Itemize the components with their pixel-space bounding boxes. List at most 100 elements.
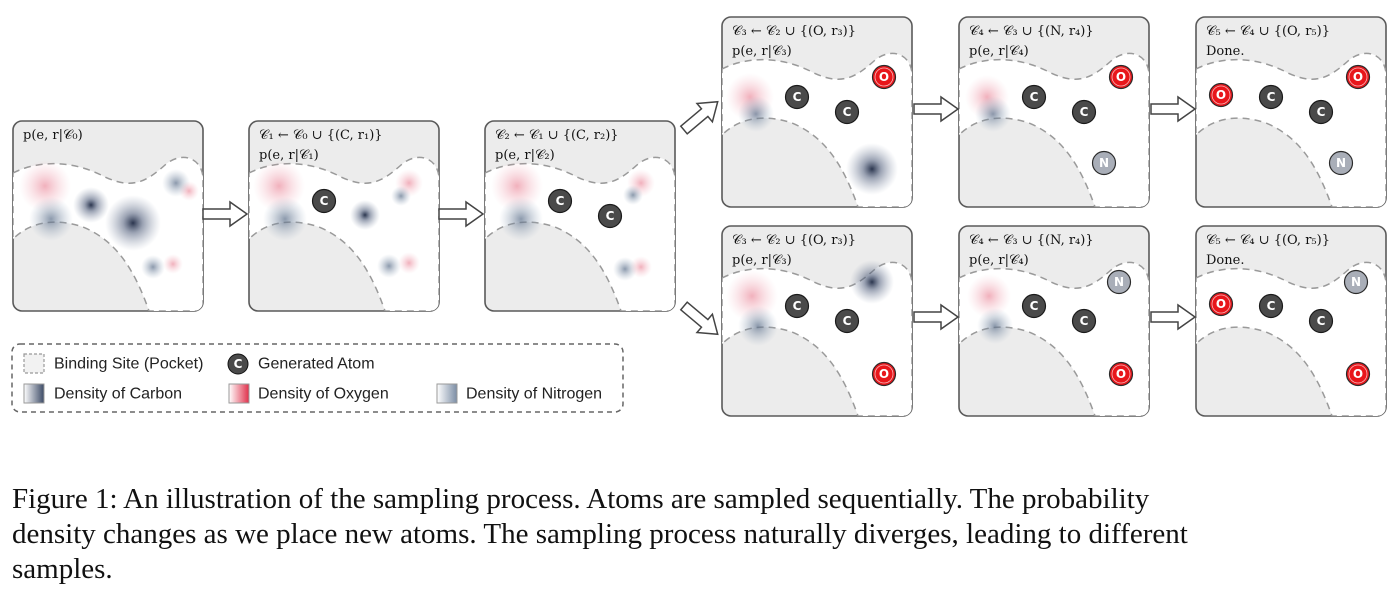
binding-site-swatch — [23, 353, 45, 374]
oxygen-atom: O — [1108, 64, 1134, 90]
nitrogen-atom: N — [1328, 150, 1354, 176]
panel-label-primary: 𝒞₁ ← 𝒞₀ ∪ {(C, r₁)} — [259, 128, 383, 143]
flow-arrow — [438, 200, 485, 228]
figure-caption: Figure 1: An illustration of the samplin… — [12, 483, 1188, 585]
panel-label-secondary: p(e, r|𝒞₄) — [969, 253, 1029, 268]
panel-label-primary: p(e, r|𝒞₀) — [23, 128, 83, 143]
panel-label-primary: 𝒞₃ ← 𝒞₂ ∪ {(O, r₃)} — [732, 233, 856, 248]
panel-p3a: C C O 𝒞₃ ← 𝒞₂ ∪ {(O, r₃)} p(e, r|𝒞₃) — [721, 16, 913, 208]
carbon-atom-symbol: C — [320, 194, 329, 208]
carbon-atom-symbol: C — [1030, 299, 1039, 313]
oxygen-atom: O — [871, 64, 897, 90]
nitrogen-atom-symbol: N — [1336, 156, 1346, 170]
oxygen-atom-symbol: O — [1116, 70, 1126, 84]
oxygen-atom-symbol: O — [879, 70, 889, 84]
oxygen-atom-symbol: O — [879, 367, 889, 381]
nitrogen-atom: N — [1091, 150, 1117, 176]
panel-label-primary: 𝒞₂ ← 𝒞₁ ∪ {(C, r₂)} — [495, 128, 619, 143]
oxygen-atom-symbol: O — [1116, 367, 1126, 381]
oxygen-density-swatch — [228, 383, 250, 404]
nitrogen-atom: N — [1343, 269, 1369, 295]
carbon-atom: C — [311, 188, 337, 214]
generated-atom-swatch-symbol: C — [234, 357, 243, 371]
legend-binding-site: Binding Site (Pocket) — [54, 356, 203, 373]
carbon-atom: C — [834, 308, 860, 334]
nitrogen-atom-symbol: N — [1114, 275, 1124, 289]
oxygen-atom: O — [1345, 361, 1371, 387]
binding-site-pocket — [1196, 261, 1386, 416]
carbon-atom: C — [1071, 99, 1097, 125]
nitrogen-density — [377, 254, 401, 278]
nitrogen-density — [977, 308, 1013, 344]
carbon-atom: C — [834, 99, 860, 125]
panel-label-primary: 𝒞₅ ← 𝒞₄ ∪ {(O, r₅)} — [1206, 24, 1330, 39]
nitrogen-density — [738, 306, 778, 346]
legend-density-oxygen: Density of Oxygen — [258, 386, 389, 403]
panel-label-primary: 𝒞₄ ← 𝒞₃ ∪ {(N, r₄)} — [969, 24, 1094, 39]
oxygen-density — [398, 252, 420, 274]
nitrogen-density — [499, 197, 543, 241]
carbon-density-swatch — [23, 383, 45, 404]
carbon-atom: C — [784, 84, 810, 110]
legend-density-carbon: Density of Carbon — [54, 386, 182, 403]
flow-arrow — [913, 303, 960, 331]
nitrogen-atom-symbol: N — [1099, 156, 1109, 170]
carbon-atom-symbol: C — [843, 105, 852, 119]
oxygen-density — [179, 181, 199, 201]
nitrogen-density — [738, 96, 774, 132]
branch-arrow — [679, 100, 719, 135]
panel-label-secondary: p(e, r|𝒞₄) — [969, 44, 1029, 59]
carbon-density — [350, 200, 380, 230]
flow-arrow — [1150, 95, 1197, 123]
carbon-atom-symbol: C — [1267, 90, 1276, 104]
panel-p5b: O C C O N 𝒞₅ ← 𝒞₄ ∪ {(O, r₅)} Done. — [1195, 225, 1387, 417]
carbon-density — [73, 187, 109, 223]
oxygen-atom-symbol: O — [1353, 70, 1363, 84]
panel-p1: C𝒞₁ ← 𝒞₀ ∪ {(C, r₁)}p(e, r|𝒞₁) — [248, 120, 440, 312]
carbon-atom-symbol: C — [1030, 90, 1039, 104]
oxygen-atom: O — [1345, 64, 1371, 90]
carbon-atom: C — [547, 188, 573, 214]
panel-label-secondary: p(e, r|𝒞₂) — [495, 148, 555, 163]
panel-p0: p(e, r|𝒞₀) — [12, 120, 204, 312]
generated-atom-swatch — [227, 353, 249, 375]
panel-label-primary: 𝒞₄ ← 𝒞₃ ∪ {(N, r₄)} — [969, 233, 1094, 248]
carbon-atom-symbol: C — [1080, 314, 1089, 328]
oxygen-density — [163, 254, 183, 274]
legend-box — [11, 343, 624, 413]
flow-arrow — [913, 95, 960, 123]
carbon-atom: C — [1308, 99, 1334, 125]
carbon-atom-symbol: C — [556, 194, 565, 208]
oxygen-density — [630, 256, 652, 278]
flow-arrow — [1150, 303, 1197, 331]
panel-label-secondary: Done. — [1206, 253, 1244, 268]
oxygen-atom: O — [1208, 291, 1234, 317]
oxygen-atom-symbol: O — [1216, 297, 1226, 311]
panel-label-primary: 𝒞₃ ← 𝒞₂ ∪ {(O, r₃)} — [732, 24, 856, 39]
legend: Binding Site (Pocket) C Generated Atom D… — [11, 343, 624, 413]
carbon-density — [846, 143, 898, 195]
oxygen-atom-symbol: O — [1216, 88, 1226, 102]
carbon-atom-symbol: C — [1317, 314, 1326, 328]
flow-arrow — [202, 200, 249, 228]
oxygen-density — [967, 274, 1011, 318]
carbon-atom-symbol: C — [843, 314, 852, 328]
nitrogen-density — [141, 255, 165, 279]
nitrogen-density — [263, 197, 307, 241]
legend-generated-atom: Generated Atom — [258, 356, 375, 373]
oxygen-atom: O — [1108, 361, 1134, 387]
nitrogen-density — [391, 186, 411, 206]
nitrogen-atom-symbol: N — [1351, 275, 1361, 289]
carbon-atom-symbol: C — [793, 90, 802, 104]
legend-density-nitrogen: Density of Nitrogen — [466, 386, 602, 403]
carbon-density — [105, 195, 161, 251]
carbon-atom: C — [1021, 293, 1047, 319]
oxygen-atom: O — [871, 361, 897, 387]
panel-label-secondary: p(e, r|𝒞₃) — [732, 44, 792, 59]
panel-label-secondary: Done. — [1206, 44, 1244, 59]
carbon-atom-symbol: C — [1317, 105, 1326, 119]
carbon-atom-symbol: C — [1267, 299, 1276, 313]
panel-p4a: C C O N 𝒞₄ ← 𝒞₃ ∪ {(N, r₄)} p(e, r|𝒞₄) — [958, 16, 1150, 208]
panel-label-primary: 𝒞₅ ← 𝒞₄ ∪ {(O, r₅)} — [1206, 233, 1330, 248]
